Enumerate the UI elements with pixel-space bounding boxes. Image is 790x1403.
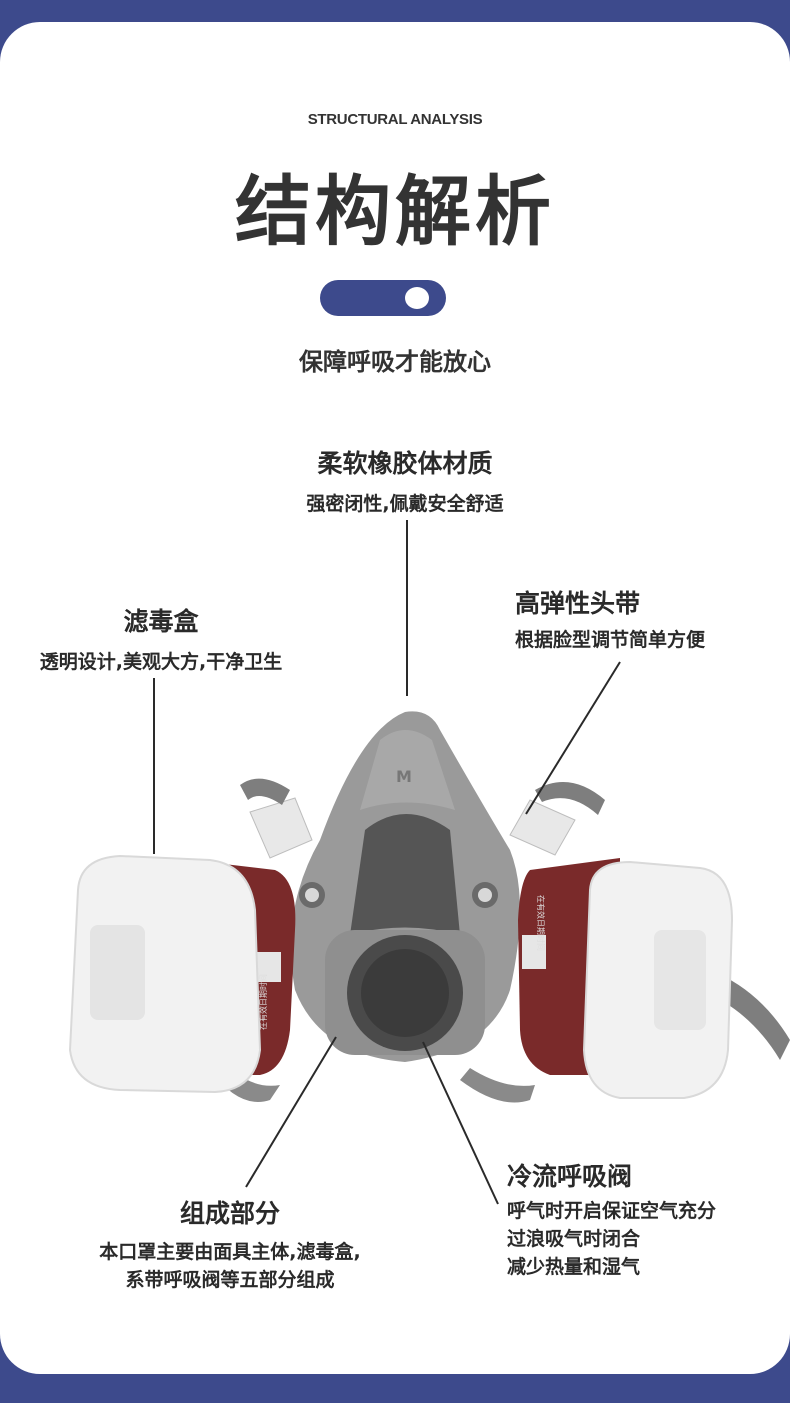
callout-valve-desc-line-1: 呼气时开启保证空气充分 (507, 1200, 717, 1222)
headband-strap-right (535, 782, 605, 815)
cartridge-right-text: 在有效日期时间 (536, 895, 546, 951)
toggle-decoration (320, 280, 446, 316)
leader-line-headband (525, 661, 621, 815)
page-subtitle: 保障呼吸才能放心 (299, 348, 491, 376)
mask-mark: M (396, 767, 412, 786)
filter-cover-left (68, 854, 262, 1094)
callout-valve-desc-line-3: 减少热量和湿气 (507, 1256, 641, 1278)
content-card: STRUCTURAL ANALYSIS 结构解析 保障呼吸才能放心 柔软橡胶体材… (0, 22, 790, 1374)
page-title: 结构解析 (235, 167, 555, 256)
callout-headband: 高弹性头带 根据脸型调节简单方便 (515, 584, 775, 654)
callout-composition-desc-line-1: 本口罩主要由面具主体,滤毒盒, (99, 1241, 361, 1263)
callout-composition-title: 组成部分 (179, 1199, 280, 1228)
eyebrow-text: STRUCTURAL ANALYSIS (307, 111, 483, 128)
callout-headband-title: 高弹性头带 (515, 589, 641, 618)
callout-material: 柔软橡胶体材质 强密闭性,佩戴安全舒适 (250, 444, 560, 518)
callout-composition: 组成部分 本口罩主要由面具主体,滤毒盒, 系带呼吸阀等五部分组成 (40, 1194, 420, 1294)
leader-line-valve (422, 1041, 499, 1205)
strap-bottom-right (460, 1068, 535, 1103)
callout-filter-title: 滤毒盒 (123, 607, 199, 636)
headband-strap-left (240, 778, 290, 805)
callout-composition-desc-line-2: 系带呼吸阀等五部分组成 (125, 1269, 335, 1291)
mask-nose (360, 730, 455, 810)
callout-valve: 冷流呼吸阀 呼气时开启保证空气充分 过浪吸气时闭合 减少热量和湿气 (507, 1157, 777, 1281)
callout-filter-desc: 透明设计,美观大方,干净卫生 (39, 651, 283, 673)
callout-valve-desc-line-2: 过浪吸气时闭合 (507, 1228, 641, 1250)
toggle-dot (405, 287, 429, 309)
callout-material-title: 柔软橡胶体材质 (317, 449, 493, 478)
callout-filter: 滤毒盒 透明设计,美观大方,干净卫生 (6, 602, 316, 676)
leader-line-composition (245, 1036, 337, 1188)
respirator-image: M 在有效日期时间 在有效日期时间 (68, 711, 790, 1103)
callout-headband-desc: 根据脸型调节简单方便 (515, 629, 706, 651)
cartridge-left-text: 在有效日期时间 (258, 974, 268, 1030)
callout-material-desc: 强密闭性,佩戴安全舒适 (306, 493, 504, 515)
mask-center-panel (350, 814, 460, 935)
callout-valve-title: 冷流呼吸阀 (507, 1162, 633, 1191)
leader-lines (153, 520, 621, 1205)
